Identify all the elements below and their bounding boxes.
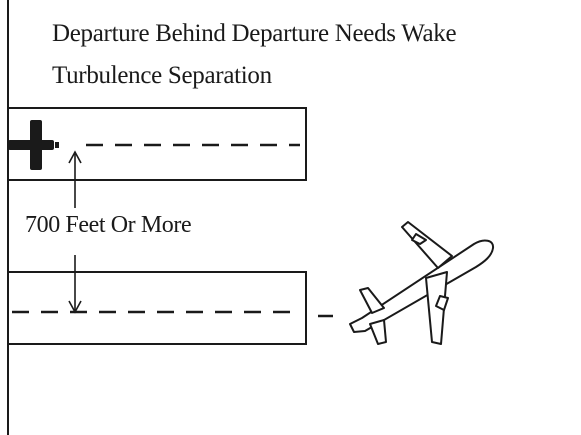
small-airplane-icon bbox=[8, 120, 59, 170]
title-line-2: Turbulence Separation bbox=[52, 62, 272, 89]
separation-distance-label: 700 Feet Or More bbox=[25, 212, 192, 238]
jet-airliner-icon bbox=[349, 221, 495, 345]
separation-arrow-up bbox=[68, 150, 82, 208]
separation-arrow-down bbox=[68, 255, 82, 314]
title-line-1: Departure Behind Departure Needs Wake bbox=[52, 20, 457, 47]
lower-runway bbox=[7, 271, 307, 345]
